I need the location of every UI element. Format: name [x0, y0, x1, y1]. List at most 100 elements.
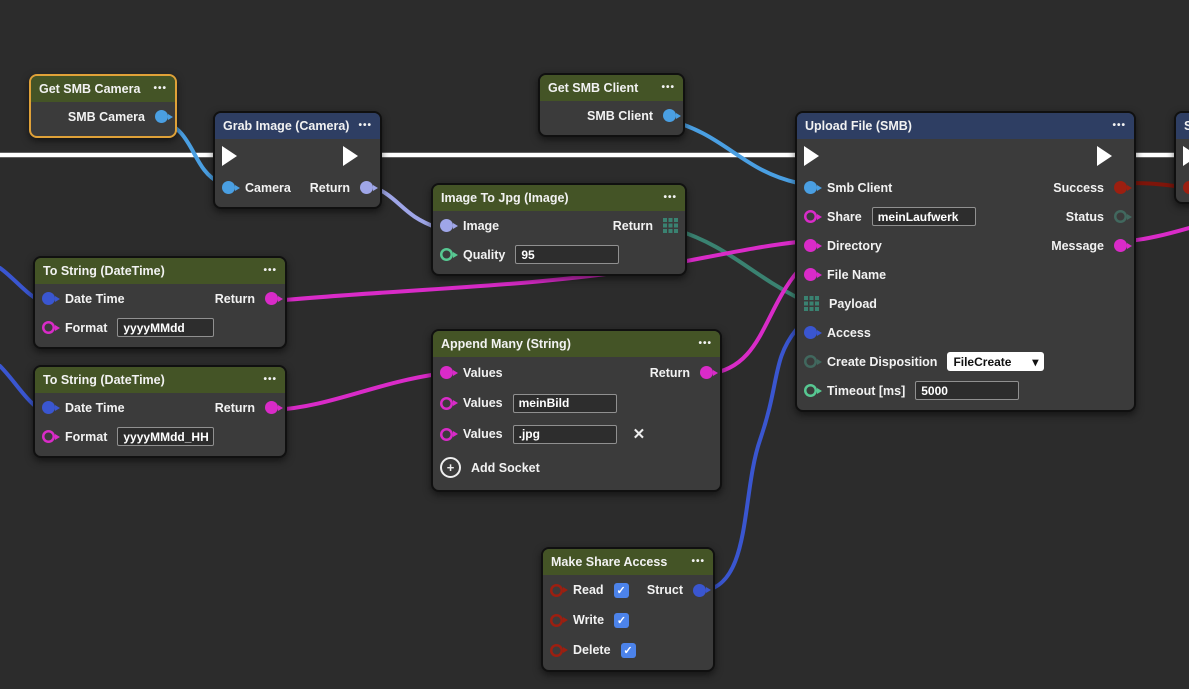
- pin-return-output[interactable]: [265, 292, 278, 305]
- format-field[interactable]: [117, 318, 214, 337]
- node-header[interactable]: Append Many (String) •••: [433, 331, 720, 357]
- node-header[interactable]: Image To Jpg (Image) •••: [433, 185, 685, 211]
- node-grab-image[interactable]: Grab Image (Camera) ••• Camera Return: [213, 111, 382, 209]
- pin-format-input[interactable]: [42, 430, 55, 443]
- input-label: Share: [827, 210, 862, 224]
- pin-directory-input[interactable]: [804, 239, 817, 252]
- exec-row: [797, 139, 1134, 173]
- add-socket-row[interactable]: + Add Socket: [433, 450, 720, 485]
- pin-write-input[interactable]: [550, 614, 563, 627]
- exec-in-pin[interactable]: [804, 146, 834, 166]
- output-label: Return: [310, 181, 350, 195]
- node-append-many[interactable]: Append Many (String) ••• Values Return V…: [431, 329, 722, 492]
- node-make-share-access[interactable]: Make Share Access ••• Read ✓ Struct Writ…: [541, 547, 715, 672]
- create-disposition-select[interactable]: FileCreate ▾: [947, 352, 1044, 371]
- menu-icon[interactable]: •••: [263, 375, 277, 385]
- socket-row: SMB Camera: [31, 102, 175, 131]
- format-field[interactable]: [117, 427, 214, 446]
- exec-in-pin[interactable]: [222, 146, 252, 166]
- socket-row: Read ✓ Struct: [543, 575, 713, 605]
- node-header[interactable]: Grab Image (Camera) •••: [215, 113, 380, 139]
- input-label: Payload: [829, 297, 877, 311]
- input-label: Camera: [245, 181, 291, 195]
- node-header[interactable]: To String (DateTime) •••: [35, 258, 285, 284]
- exec-out-pin[interactable]: [343, 146, 373, 166]
- pin-datetime-input[interactable]: [42, 292, 55, 305]
- values-field-2[interactable]: [513, 425, 617, 444]
- node-header[interactable]: To String (DateTime) •••: [35, 367, 285, 393]
- pin-input[interactable]: [1183, 181, 1189, 194]
- pin-access-input[interactable]: [804, 326, 817, 339]
- values-field-1[interactable]: [513, 394, 617, 413]
- output-label: Message: [1051, 239, 1104, 253]
- exec-out-pin[interactable]: [1097, 146, 1127, 166]
- pin-read-input[interactable]: [550, 584, 563, 597]
- remove-socket-icon[interactable]: ✕: [633, 425, 646, 443]
- pin-return-output[interactable]: [360, 181, 373, 194]
- pin-values-input-2[interactable]: [440, 428, 453, 441]
- pin-return-output[interactable]: [700, 366, 713, 379]
- pin-success-output[interactable]: [1114, 181, 1127, 194]
- menu-icon[interactable]: •••: [153, 84, 167, 94]
- node-get-smb-client[interactable]: Get SMB Client ••• SMB Client: [538, 73, 685, 137]
- pin-format-input[interactable]: [42, 321, 55, 334]
- menu-icon[interactable]: •••: [1112, 121, 1126, 131]
- node-upload-file[interactable]: Upload File (SMB) ••• Smb Client Success…: [795, 111, 1136, 412]
- socket-row: Share Status: [797, 202, 1134, 231]
- node-partial-right[interactable]: S: [1174, 111, 1189, 204]
- exec-in-pin[interactable]: [1183, 146, 1189, 166]
- pin-smb-client-input[interactable]: [804, 181, 817, 194]
- menu-icon[interactable]: •••: [663, 193, 677, 203]
- node-header[interactable]: Get SMB Client •••: [540, 75, 683, 101]
- pin-camera-input[interactable]: [222, 181, 235, 194]
- add-socket-label[interactable]: Add Socket: [471, 461, 540, 475]
- pin-image-input[interactable]: [440, 219, 453, 232]
- socket-row: Values ✕: [433, 418, 720, 450]
- node-title: To String (DateTime): [43, 264, 165, 278]
- pin-return-output[interactable]: [265, 401, 278, 414]
- pin-values-input-1[interactable]: [440, 397, 453, 410]
- add-socket-icon[interactable]: +: [440, 457, 461, 478]
- pin-delete-input[interactable]: [550, 644, 563, 657]
- node-image-to-jpg[interactable]: Image To Jpg (Image) ••• Image Return Qu…: [431, 183, 687, 276]
- input-label: Smb Client: [827, 181, 892, 195]
- node-header[interactable]: S: [1176, 113, 1189, 139]
- node-header[interactable]: Make Share Access •••: [543, 549, 713, 575]
- timeout-field[interactable]: [915, 381, 1019, 400]
- pin-quality-input[interactable]: [440, 248, 453, 261]
- node-title: Make Share Access: [551, 555, 667, 569]
- input-label: Format: [65, 430, 107, 444]
- pin-values-input-0[interactable]: [440, 366, 453, 379]
- node-to-string-datetime-2[interactable]: To String (DateTime) ••• Date Time Retur…: [33, 365, 287, 458]
- menu-icon[interactable]: •••: [263, 266, 277, 276]
- pin-message-output[interactable]: [1114, 239, 1127, 252]
- menu-icon[interactable]: •••: [698, 339, 712, 349]
- menu-icon[interactable]: •••: [661, 83, 675, 93]
- pin-status-output[interactable]: [1114, 210, 1127, 223]
- menu-icon[interactable]: •••: [691, 557, 705, 567]
- node-header[interactable]: Upload File (SMB) •••: [797, 113, 1134, 139]
- pin-smb-client-output[interactable]: [663, 109, 676, 122]
- node-to-string-datetime-1[interactable]: To String (DateTime) ••• Date Time Retur…: [33, 256, 287, 349]
- socket-row: Write ✓: [543, 605, 713, 635]
- write-checkbox[interactable]: ✓: [614, 613, 629, 628]
- share-field[interactable]: [872, 207, 976, 226]
- pin-struct-output[interactable]: [693, 584, 706, 597]
- pin-share-input[interactable]: [804, 210, 817, 223]
- input-label: Values: [463, 396, 503, 410]
- quality-field[interactable]: [515, 245, 619, 264]
- pin-file-name-input[interactable]: [804, 268, 817, 281]
- pin-datetime-input[interactable]: [42, 401, 55, 414]
- delete-checkbox[interactable]: ✓: [621, 643, 636, 658]
- pin-create-disposition-input[interactable]: [804, 355, 817, 368]
- byte-array-icon[interactable]: [663, 218, 678, 233]
- byte-array-icon[interactable]: [804, 296, 819, 311]
- pin-timeout-input[interactable]: [804, 384, 817, 397]
- node-header[interactable]: Get SMB Camera •••: [31, 76, 175, 102]
- node-get-smb-camera[interactable]: Get SMB Camera ••• SMB Camera: [29, 74, 177, 138]
- read-checkbox[interactable]: ✓: [614, 583, 629, 598]
- menu-icon[interactable]: •••: [358, 121, 372, 131]
- socket-row: Quality: [433, 240, 685, 269]
- pin-smb-camera-output[interactable]: [155, 110, 168, 123]
